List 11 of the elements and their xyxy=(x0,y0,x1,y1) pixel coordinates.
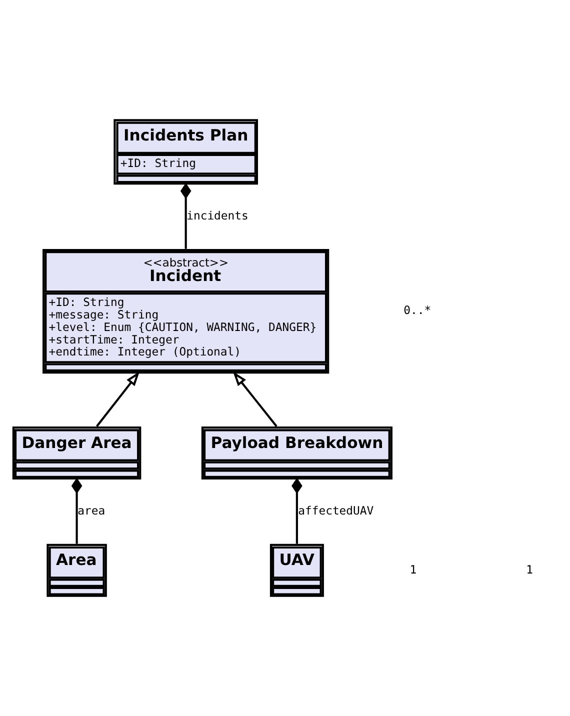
arrow xyxy=(96,372,140,427)
label: 1 xyxy=(526,562,533,576)
edge-label: affectedUAV xyxy=(298,504,374,518)
arrow xyxy=(232,372,278,427)
label: 1 xyxy=(410,562,417,576)
edge-label: area xyxy=(78,504,106,518)
edge-label: incidents xyxy=(186,208,248,223)
label: 0..* xyxy=(404,303,432,318)
connector xyxy=(180,182,192,249)
connector xyxy=(292,478,302,544)
connector xyxy=(71,478,82,544)
